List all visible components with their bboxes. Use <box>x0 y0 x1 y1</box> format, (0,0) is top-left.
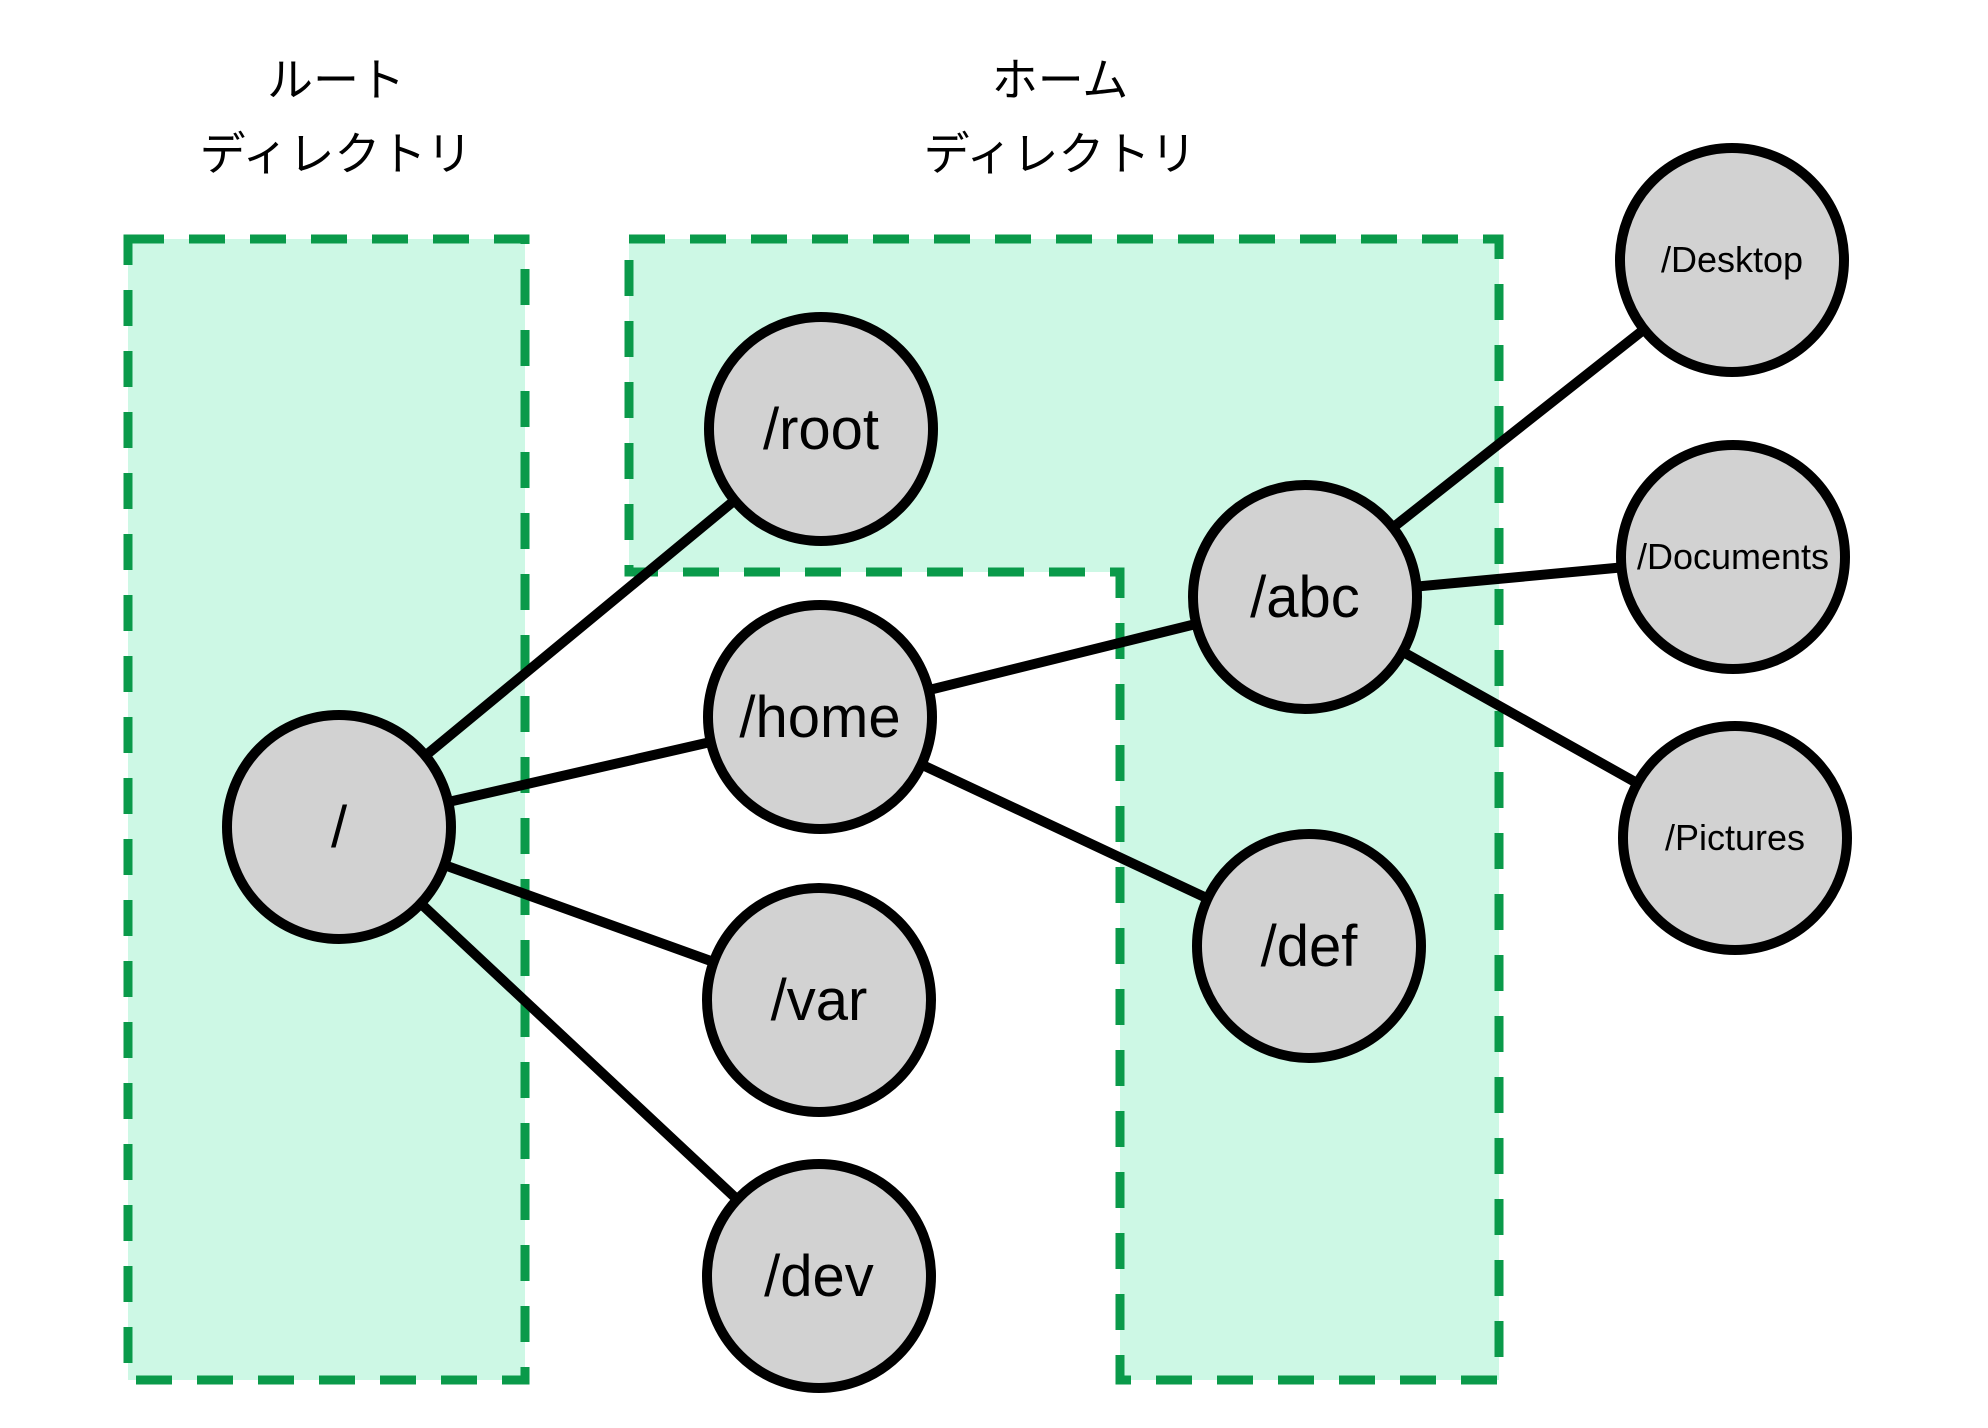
root-directory-label: ルート ディレクトリ <box>96 43 576 191</box>
root-directory-label-line2: ディレクトリ <box>199 128 473 180</box>
home-directory-label-line1: ホーム <box>991 54 1129 106</box>
node-pictures-label: /Pictures <box>1664 817 1806 858</box>
node-documents-label: /Documents <box>1636 536 1830 577</box>
node-var: /var <box>702 883 936 1117</box>
node-desktop: /Desktop <box>1615 143 1849 377</box>
node-dev: /dev <box>702 1159 936 1393</box>
node-def-label: /def <box>1260 913 1358 979</box>
node-slash-label: / <box>330 794 348 860</box>
node-documents: /Documents <box>1616 440 1850 674</box>
home-directory-label: ホーム ディレクトリ <box>820 43 1300 191</box>
node-abc-label: /abc <box>1250 564 1360 630</box>
node-abc: /abc <box>1188 480 1422 714</box>
home-directory-label-line2: ディレクトリ <box>923 128 1197 180</box>
node-desktop-label: /Desktop <box>1660 239 1804 280</box>
node-home: /home <box>703 600 937 834</box>
node-root: /root <box>704 312 938 546</box>
node-dev-label: /dev <box>764 1243 874 1309</box>
node-slash: / <box>222 710 456 944</box>
node-def: /def <box>1192 829 1426 1063</box>
node-pictures: /Pictures <box>1618 721 1852 955</box>
root-directory-label-line1: ルート <box>267 54 405 106</box>
node-home-label: /home <box>739 684 901 750</box>
node-var-label: /var <box>770 967 868 1033</box>
node-root-label: /root <box>762 396 880 462</box>
